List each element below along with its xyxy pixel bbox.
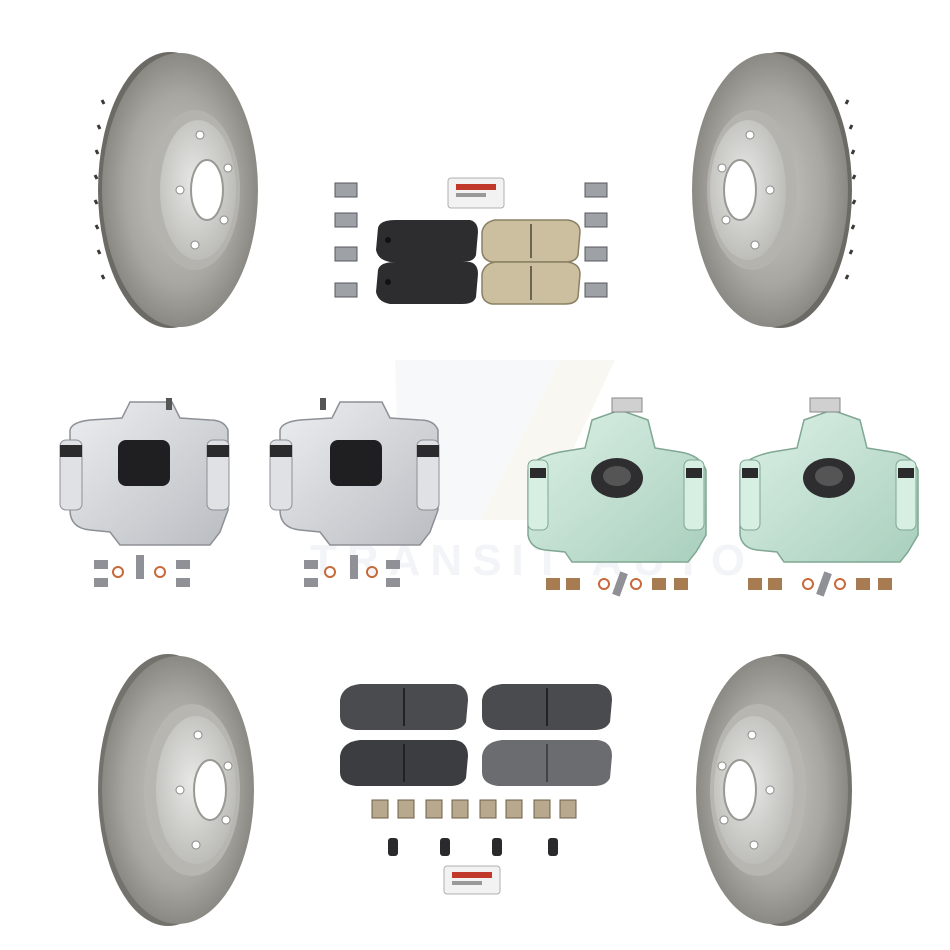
- rear-left-brake-rotor: [98, 654, 254, 926]
- front-right-brake-rotor: [692, 52, 857, 328]
- front-left-brake-caliper: [59, 398, 230, 587]
- semi-metallic-front-brake-pads-and-hardware: [340, 684, 612, 895]
- rear-right-brake-caliper: [739, 397, 919, 597]
- front-left-brake-rotor: [93, 52, 258, 328]
- rear-right-brake-rotor: [696, 654, 852, 926]
- rear-left-brake-caliper: [527, 397, 707, 597]
- front-right-brake-caliper: [269, 398, 440, 587]
- ceramic-rear-brake-pads-and-hardware: [334, 177, 608, 305]
